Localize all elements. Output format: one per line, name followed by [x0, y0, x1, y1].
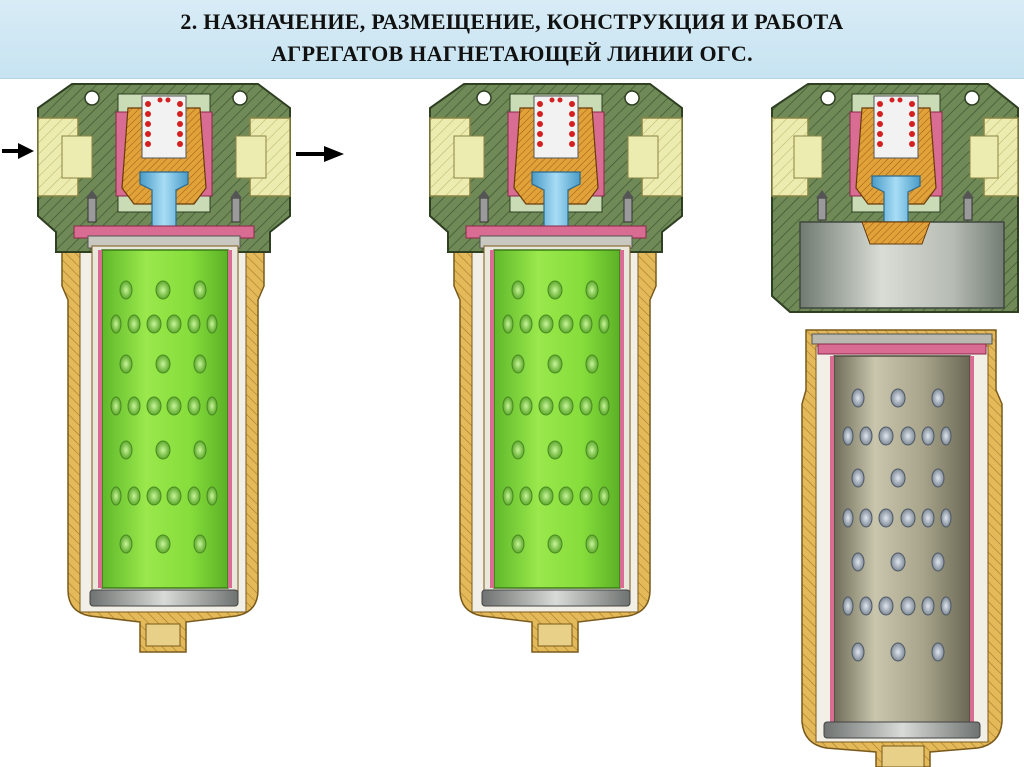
bolt [622, 190, 634, 223]
valve-spring-coils [877, 97, 915, 147]
valve-spring-coils [145, 97, 183, 147]
element-top-cap [811, 333, 993, 345]
mounting-hole [84, 90, 100, 106]
filter-diagram [2, 83, 1019, 767]
drain-plug [145, 623, 181, 647]
element-bottom-cap [823, 721, 981, 739]
valve-seat [861, 221, 931, 245]
bolt [478, 190, 490, 223]
filter-view-assembled-flow [2, 83, 344, 653]
slide-title-line-1: 2. НАЗНАЧЕНИЕ, РАЗМЕЩЕНИЕ, КОНСТРУКЦИЯ И… [180, 9, 844, 34]
title-bar: 2. НАЗНАЧЕНИЕ, РАЗМЕЩЕНИЕ, КОНСТРУКЦИЯ И… [0, 0, 1024, 79]
element-perforations [110, 280, 218, 554]
arrow-right-icon [2, 143, 34, 159]
element-perforations [842, 388, 952, 662]
mounting-hole [476, 90, 492, 106]
drain-plug [537, 623, 573, 647]
element-bottom-cap [481, 589, 631, 607]
bolt [230, 190, 242, 223]
element-mesh [228, 250, 232, 588]
element-mesh [98, 250, 102, 588]
drain-plug [881, 745, 925, 767]
filter-element [833, 355, 971, 727]
bolt [86, 190, 98, 223]
valve-spring-coils [537, 97, 575, 147]
filter-element [493, 249, 621, 589]
element-perforations [502, 280, 610, 554]
element-mesh [490, 250, 494, 588]
mounting-hole [820, 90, 836, 106]
element-mesh [830, 356, 834, 726]
bolt [816, 190, 828, 221]
filter-view-disassembled [771, 83, 1019, 767]
element-bottom-cap [89, 589, 239, 607]
head-assembly [771, 83, 1019, 313]
mounting-hole [964, 90, 980, 106]
arrow-right-icon [296, 146, 344, 162]
slide-title-line-2: АГРЕГАТОВ НАГНЕТАЮЩЕЙ ЛИНИИ ОГС. [271, 41, 753, 66]
bolt [962, 190, 974, 221]
element-mesh [620, 250, 624, 588]
mounting-hole [232, 90, 248, 106]
mounting-hole [624, 90, 640, 106]
gasket [817, 343, 987, 355]
filter-view-assembled [429, 83, 683, 653]
element-mesh [970, 356, 974, 726]
bowl-assembly [801, 329, 1003, 767]
